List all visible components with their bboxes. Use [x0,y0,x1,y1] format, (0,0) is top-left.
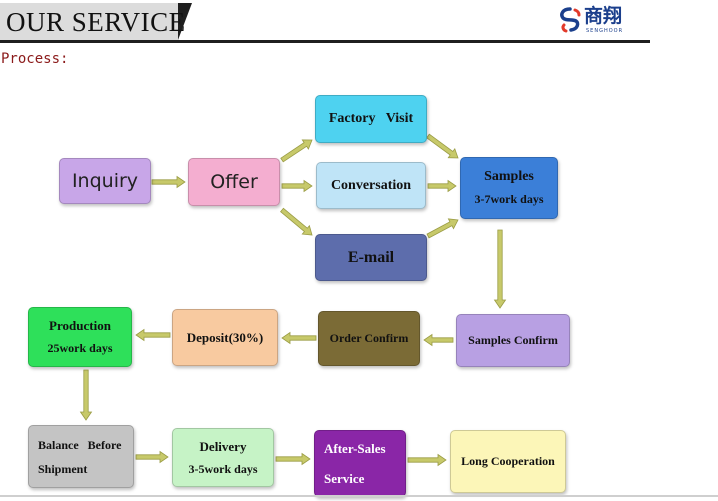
arrow-email-to-samples [426,218,459,239]
delivery-node: Delivery 3-5work days [172,428,274,487]
process-label: Process: [1,51,69,67]
arrow-delivery-to-after-sales [275,452,311,466]
samples-duration: 3-7work days [474,192,544,206]
factory-visit-label: Factory Visit [328,111,414,126]
arrow-factory-visit-to-samples [426,133,459,159]
header-divider [0,40,650,43]
logo-english-text: SENGHOOR [586,28,624,34]
header: OUR SERVICE 商翔 SENGHOOR [0,0,650,46]
after-sales-label-line1: After-Sales [324,440,386,456]
production-duration: 25work days [47,341,113,355]
factory-visit-node: Factory Visit [315,95,427,143]
arrow-deposit-to-production [135,328,171,342]
logo-swirl-icon [560,7,581,33]
production-title: Production [49,318,111,333]
delivery-title: Delivery [199,438,247,454]
conversation-node: Conversation [316,162,426,209]
page-title: OUR SERVICE [6,7,186,37]
arrow-samples-confirm-to-order-confirm [423,333,454,347]
deposit-node: Deposit(30%) [172,309,278,366]
arrow-offer-to-factory-visit [280,139,313,163]
arrow-after-sales-to-long-cooperation [407,453,447,467]
arrow-production-to-balance [79,369,93,421]
arrow-order-confirm-to-deposit [281,331,317,345]
arrow-conversation-to-samples [427,179,457,193]
offer-node: Offer [188,158,280,206]
inquiry-label: Inquiry [71,170,139,192]
order-confirm-label: Order Confirm [329,331,409,345]
email-label: E-mail [347,248,395,266]
delivery-duration: 3-5work days [188,461,258,476]
inquiry-node: Inquiry [59,158,151,204]
logo-chinese-text: 商翔 [584,5,623,27]
order-confirm-node: Order Confirm [318,311,420,366]
brand-logo: 商翔 SENGHOOR [558,4,650,38]
arrow-offer-to-email [280,207,313,236]
title-banner [0,3,178,40]
long-cooperation-node: Long Cooperation [450,430,566,493]
samples-node: Samples 3-7work days [460,157,558,219]
balance-label-line1: Balance Before [38,437,122,452]
long-cooperation-label: Long Cooperation [461,454,555,468]
production-node: Production 25work days [28,307,132,367]
after-sales-label-line2: Service [324,470,365,486]
balance-before-shipment-node: Balance Before Shipment [28,425,134,488]
arrow-offer-to-conversation [281,179,313,193]
bottom-divider [0,495,718,497]
conversation-label: Conversation [330,177,412,193]
arrow-balance-to-delivery [135,450,169,464]
after-sales-service-node: After-Sales Service [314,430,406,497]
offer-label: Offer [210,171,258,193]
email-node: E-mail [315,234,427,281]
balance-label-line2: Shipment [38,461,88,476]
samples-confirm-label: Samples Confirm [468,333,558,347]
samples-confirm-node: Samples Confirm [456,314,570,367]
samples-title: Samples [484,169,534,184]
title-banner-corner [178,3,192,40]
arrow-samples-to-samples-confirm [493,229,507,309]
arrow-inquiry-to-offer [151,175,186,189]
deposit-label: Deposit(30%) [186,329,264,345]
